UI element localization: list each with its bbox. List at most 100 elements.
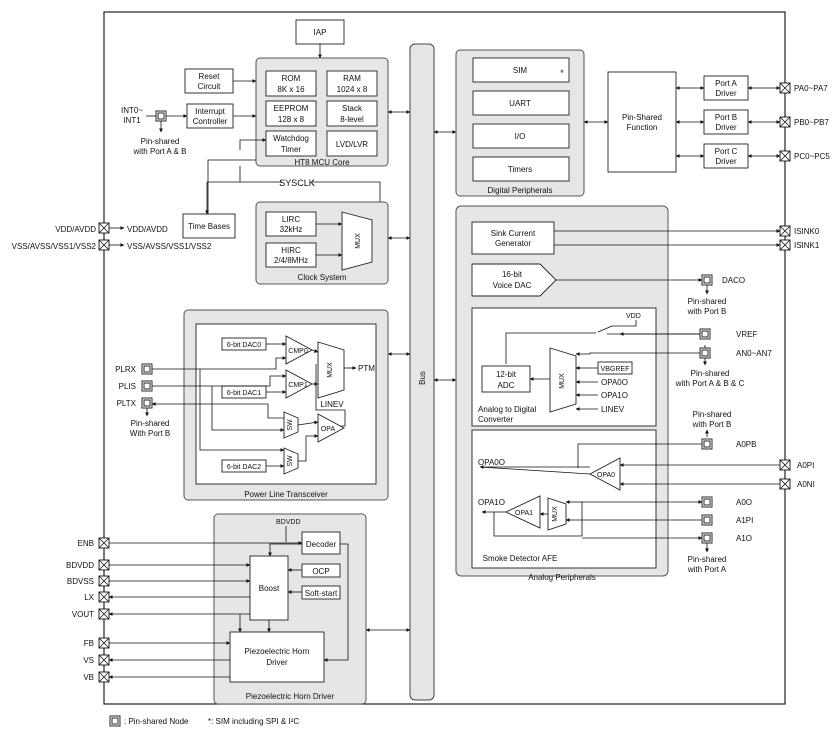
adc-mux-label: MUX (559, 373, 566, 389)
mcu-core-title: HT8 MCU Core (294, 158, 350, 167)
opa0-label: OPA0 (597, 472, 615, 479)
reset-label-2: Circuit (198, 82, 221, 91)
pltx-label: PLTX (117, 399, 137, 408)
vss-internal-label: VSS/AVSS/VSS1/VSS2 (127, 242, 212, 251)
iap-block (295, 19, 345, 45)
sim-block (472, 57, 570, 83)
hirc-block (265, 242, 317, 268)
bus-label: Bus (418, 371, 427, 385)
ocp-block (301, 563, 341, 578)
vdd-internal-label: VDD/AVDD (127, 225, 168, 234)
linev-label: LINEV (320, 400, 344, 409)
int-note: Pin-shared (141, 137, 180, 146)
uart-block (472, 90, 570, 116)
plrx-label: PLRX (115, 365, 137, 374)
vout-pin-label: VOUT (72, 610, 94, 619)
boost-label: Boost (259, 584, 280, 593)
dac-label: 16-bit (502, 270, 523, 279)
int-pin-label-2: INT1 (123, 116, 141, 125)
pc-pin-label: PC0~PC5 (794, 152, 830, 161)
internal-bus (409, 43, 435, 701)
a0ni-label: A0NI (797, 480, 815, 489)
port-a-driver (703, 75, 749, 101)
adc-label-2: ADC (498, 381, 515, 390)
interrupt-controller-block (186, 103, 234, 129)
analog-title: Analog Peripherals (528, 573, 596, 582)
port-c-label: Port C (715, 147, 738, 156)
sink-label-2: Generator (495, 239, 531, 248)
adc-title-2: Converter (478, 415, 513, 424)
int-note-2: with Port A & B (133, 147, 187, 156)
dac0-label: 6-bit DAC0 (227, 342, 261, 349)
vbgref-label: VBGREF (601, 366, 630, 373)
port-b-label: Port B (715, 113, 737, 122)
iap-label: IAP (314, 28, 327, 37)
vdd-label: VDD (626, 313, 641, 320)
daco-note: Pin-shared (688, 297, 727, 306)
stack-block (326, 100, 378, 127)
timers-block (472, 156, 570, 182)
voice-dac-block (471, 263, 557, 297)
rom-label: ROM (282, 74, 301, 83)
rom-block (265, 70, 317, 97)
lx-pin-label: LX (84, 593, 94, 602)
stack-size: 8-level (340, 115, 364, 124)
ram-size: 1024 x 8 (337, 85, 368, 94)
lvd-label: LVD/LVR (336, 140, 368, 149)
plt-note: Pin-shared (131, 419, 170, 428)
rom-size: 8K x 16 (277, 85, 305, 94)
adc-mux (549, 347, 577, 413)
opa0-amp (589, 457, 621, 491)
sysclk-text: SYSCLK (279, 178, 315, 188)
plt-note-2: With Port B (130, 429, 170, 438)
an-label: AN0~AN7 (736, 349, 772, 358)
isink0-label: ISINK0 (794, 227, 820, 236)
a1o-label: A1O (736, 534, 752, 543)
horn-driver-block (229, 631, 325, 683)
lvd-block (326, 130, 378, 157)
hirc-freq: 2/4/8MHz (274, 256, 308, 265)
piezo-pins: ENB BDVDD BDVSS LX VOUT FB VS VB (66, 537, 303, 683)
horn-driver-label: Piezoelectric Horn (245, 647, 310, 656)
pa-pin-label: PA0~PA7 (794, 84, 828, 93)
a1pi-label: A1PI (736, 516, 753, 525)
a0pb-note-2: with Port B (692, 420, 732, 429)
sim-label: SIM (513, 66, 528, 75)
horn-driver-label-2: Driver (266, 658, 288, 667)
port-b-label-2: Driver (715, 123, 737, 132)
adc-linev: LINEV (601, 405, 625, 414)
adc-opa0o: OPA0O (601, 378, 628, 387)
plis-label: PLIS (119, 382, 136, 391)
vref-label: VREF (736, 330, 757, 339)
bdvss-pin-label: BDVSS (67, 577, 94, 586)
adc-opa1o: OPA1O (601, 391, 628, 400)
int-ctrl-label-2: Controller (193, 117, 228, 126)
opa1o-out: OPA1O (478, 498, 505, 507)
smoke-afe-group (471, 429, 657, 569)
ocp-label: OCP (312, 567, 329, 576)
cmp0 (285, 335, 313, 365)
cmp0-label: CMP0 (288, 348, 308, 355)
ram-label: RAM (343, 74, 361, 83)
pin-shared-function-block (607, 71, 677, 173)
fb-pin-label: FB (84, 639, 94, 648)
dac2-label: 6-bit DAC2 (227, 464, 261, 471)
watchdog-label: Watchdog (273, 134, 309, 143)
io-block (472, 123, 570, 149)
watchdog-block (265, 130, 317, 157)
plt-opa-label: OPA (321, 426, 336, 433)
port-a-label: Port A (715, 79, 737, 88)
sim-star: * (560, 68, 564, 78)
sw2-label: SW (287, 455, 294, 467)
vss-pin-label: VSS/AVSS/VSS1/VSS2 (12, 242, 97, 251)
bdvdd-pin-label: BDVDD (66, 561, 94, 570)
plt-title: Power Line Transceiver (244, 490, 328, 499)
ptm-label: PTM (358, 364, 375, 373)
int-pin-label: INT0~ (121, 106, 143, 115)
isink1-label: ISINK1 (794, 241, 820, 250)
clock-mux-label: MUX (355, 233, 362, 249)
vb-pin-label: VB (83, 673, 94, 682)
uart-label: UART (509, 99, 531, 108)
psf-label: Pin-Shared (622, 113, 662, 122)
cmp1 (285, 369, 313, 399)
